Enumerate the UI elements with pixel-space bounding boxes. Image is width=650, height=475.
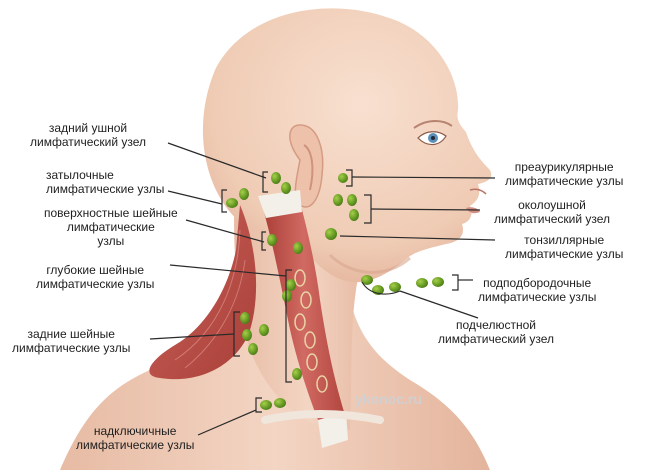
label-superficial-cervical: поверхностные шейные лимфатические узлы	[44, 206, 178, 248]
label-supraclavicular: надключичные лимфатические узлы	[76, 424, 195, 452]
trapezius-muscle	[149, 205, 257, 380]
lymph-nodes	[226, 172, 444, 410]
label-submental: подподбородочные лимфатические узлы	[478, 276, 597, 304]
watermark: ykonoc.ru	[355, 391, 422, 407]
label-occipital: затылочные лимфатические узлы	[46, 168, 165, 196]
label-posterior-cervical: задние шейные лимфатические узлы	[12, 327, 131, 355]
label-parotid: околоушной лимфатический узел	[494, 198, 610, 226]
label-deep-cervical: глубокие шейные лимфатические узлы	[36, 263, 155, 291]
label-posterior-auricular: задний ушной лимфатический узел	[30, 121, 146, 149]
label-preauricular: преаурикулярные лимфатические узлы	[505, 160, 624, 188]
leader-lines	[149, 142, 496, 436]
label-tonsillar: тонзиллярные лимфатические узлы	[505, 233, 624, 261]
sternocleidomastoid-muscle	[262, 195, 345, 425]
deep-cervical-node-outlines	[294, 269, 328, 393]
label-submandibular: подчелюстной лимфатический узел	[438, 318, 554, 346]
